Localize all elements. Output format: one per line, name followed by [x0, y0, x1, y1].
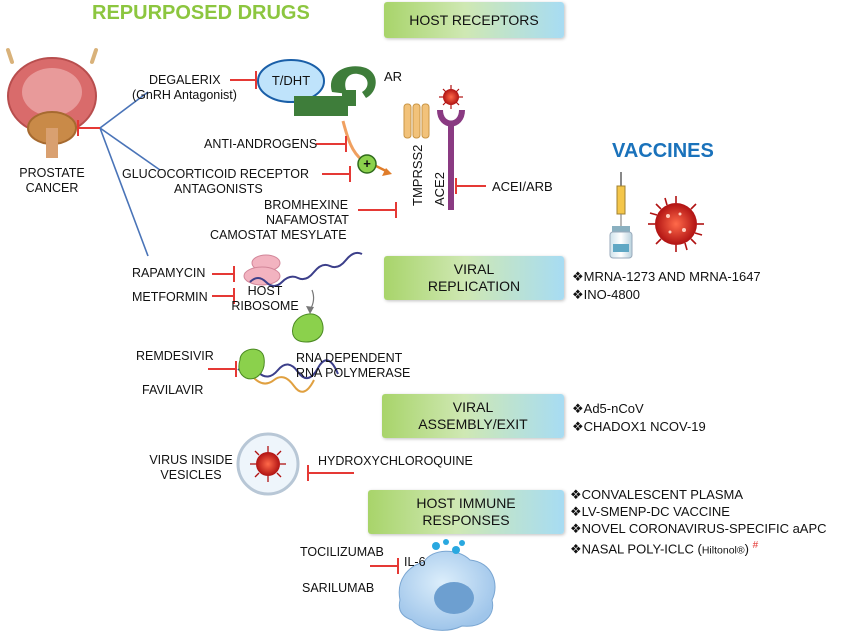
host-receptors-box: HOST RECEPTORS [384, 2, 564, 38]
vaccine-item: ❖CHADOX1 NCOV-19 [572, 419, 706, 434]
bromhexine-label: BROMHEXINE [264, 198, 349, 212]
vaccine-item: ❖NOVEL CORONAVIRUS-SPECIFIC aAPC [570, 521, 827, 536]
viral-assembly-line1: VIRAL [452, 399, 494, 415]
degalerix-label: DEGALERIX [149, 73, 221, 87]
prostate-connectors [99, 91, 161, 257]
viral-replication-line1: VIRAL [453, 261, 495, 277]
viral-replication-line2: REPLICATION [427, 278, 521, 294]
host-label: HOST [247, 284, 283, 298]
vaccine-item: ❖MRNA-1273 AND MRNA-1647 [572, 269, 761, 284]
nafamostat-label: NAFAMOSTAT [266, 213, 349, 227]
prostate-organ-icon [6, 48, 98, 158]
il6-dots [432, 539, 465, 554]
small-virus-icon [439, 85, 463, 109]
large-virus-icon [648, 196, 704, 252]
il6-label: IL-6 [404, 555, 426, 569]
viral-assembly-line2: ASSEMBLY/EXIT [418, 416, 528, 432]
host-ribosome-icon [243, 254, 281, 286]
vaccine-item: ❖INO-4800 [572, 287, 641, 302]
tmprss2-label: TMPRSS2 [410, 144, 425, 206]
vaccine-item: ❖LV-SMENP-DC VACCINE [570, 504, 730, 519]
rapamycin-label: RAPAMYCIN [132, 266, 206, 280]
anti-androgens-label: ANTI-ANDROGENS [204, 137, 318, 151]
camostat-label: CAMOSTAT MESYLATE [210, 228, 347, 242]
glucocorticoid-label-2: ANTAGONISTS [174, 182, 263, 196]
ace2-receptor-icon [437, 109, 465, 210]
inhibition-bars [208, 71, 486, 574]
prostate-label-1: PROSTATE [19, 166, 85, 180]
ar-label: AR [384, 69, 403, 84]
replication-complex-icon [237, 348, 339, 393]
tdht-label: T/DHT [271, 73, 311, 88]
host-receptors-label: HOST RECEPTORS [409, 11, 539, 28]
androgen-receptor-icon [294, 66, 376, 116]
tocilizumab-label: TOCILIZUMAB [300, 545, 384, 559]
vaccine-vial-icon [609, 172, 633, 259]
prostate-inhibit [77, 120, 100, 136]
prostate-label-2: CANCER [25, 181, 79, 195]
sarilumab-label: SARILUMAB [302, 581, 375, 595]
favilavir-label: FAVILAVIR [142, 383, 204, 397]
virus-vesicle-icon [236, 432, 300, 496]
tdht-ellipse [257, 59, 325, 103]
gnrh-antagonist-label: (GnRH Antagonist) [132, 88, 237, 102]
host-immune-box: HOST IMMUNE RESPONSES [368, 490, 564, 534]
ace2-label: ACE2 [432, 172, 447, 206]
host-immune-line1: HOST IMMUNE [416, 495, 516, 511]
glucocorticoid-label-1: GLUCOCORTICOID RECEPTOR [122, 167, 310, 181]
virus-vesicle-label-1: VIRUS INSIDE [149, 453, 233, 467]
remdesivir-label: REMDESIVIR [136, 349, 214, 363]
rdrp-label-1: RNA DEPENDENT [296, 351, 403, 365]
acei-arb-label: ACEI/ARB [492, 179, 553, 194]
viral-replication-box: VIRAL REPLICATION [384, 256, 564, 300]
rdrp-label-2: RNA POLYMERASE [296, 366, 411, 380]
plus-label: + [363, 156, 371, 171]
vaccine-item: ❖CONVALESCENT PLASMA [570, 487, 744, 502]
hydroxychloroquine-label: HYDROXYCHLOROQUINE [318, 454, 473, 468]
rna-polymerase-icon [292, 313, 324, 343]
mrna-strand [249, 251, 363, 287]
host-immune-line2: RESPONSES [422, 512, 510, 528]
plus-circle [357, 154, 377, 174]
immune-cell-icon [398, 550, 496, 631]
tmprss2-icon [403, 103, 430, 139]
vaccine-item: ❖Ad5-nCoV [572, 401, 644, 416]
metformin-label: METFORMIN [132, 290, 208, 304]
vaccine-item: ❖NASAL POLY-ICLC (Hiltonol®) # [570, 540, 759, 557]
repurposed-drugs-heading: REPURPOSED DRUGS [92, 2, 310, 24]
vaccines-heading: VACCINES [612, 140, 714, 162]
virus-vesicle-label-2: VESICLES [160, 468, 222, 482]
ribosome-label: RIBOSOME [231, 299, 299, 313]
viral-assembly-box: VIRAL ASSEMBLY/EXIT [382, 394, 564, 438]
